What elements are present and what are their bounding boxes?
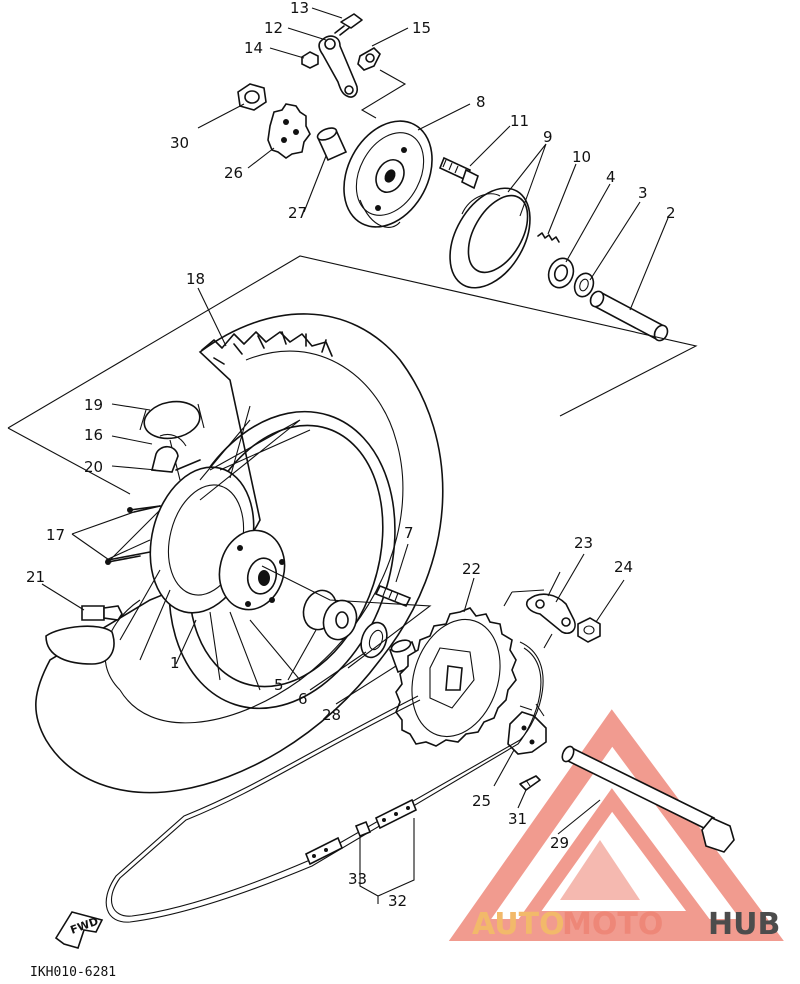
callout-9: 9 — [543, 128, 553, 146]
hub-bracket-line — [261, 565, 432, 669]
chain-puller-25 — [507, 703, 547, 755]
rim-lock-20 — [150, 445, 179, 473]
callout-33: 33 — [348, 870, 367, 888]
callout-26: 26 — [224, 164, 243, 182]
spacer-2 — [589, 290, 669, 342]
automotohub-logo-triangle — [448, 709, 784, 941]
callout-19: 19 — [84, 396, 103, 414]
callout-25: 25 — [472, 792, 491, 810]
leader-lines — [41, 7, 669, 904]
chain-puller-23 — [503, 571, 576, 649]
callout-12: 12 — [264, 19, 283, 37]
rear-axle-29 — [561, 745, 735, 853]
callout-29: 29 — [550, 834, 569, 852]
bearing-4 — [547, 257, 575, 289]
callout-10: 10 — [572, 148, 591, 166]
drive-chain-32 — [105, 641, 544, 923]
brake-shoe-plate-8 — [343, 120, 433, 228]
spoke-set-17 — [105, 505, 161, 565]
callout-14: 14 — [244, 39, 263, 57]
callout-3: 3 — [638, 184, 648, 202]
callout-6: 6 — [298, 690, 308, 708]
drive-sprocket-26 — [267, 103, 311, 159]
brake-cam-lever-group — [301, 13, 407, 119]
callout-16: 16 — [84, 426, 103, 444]
callout-30: 30 — [170, 134, 189, 152]
callout-17: 17 — [46, 526, 65, 544]
oil-seal-3 — [573, 272, 595, 298]
callout-7: 7 — [404, 524, 414, 542]
drawing-code: IKH010-6281 — [30, 965, 116, 980]
assembly-bracket-line — [7, 255, 698, 429]
callout-32: 32 — [388, 892, 407, 910]
callout-1: 1 — [170, 654, 180, 672]
logo-text-moto: MOTO — [562, 907, 663, 942]
callout-11: 11 — [510, 112, 529, 130]
brake-camshaft-11 — [438, 156, 479, 190]
callout-8: 8 — [476, 93, 486, 111]
nut-24 — [577, 617, 601, 643]
callout-5: 5 — [274, 676, 284, 694]
logo-text-hub: HUB — [708, 907, 780, 942]
callout-18: 18 — [186, 270, 205, 288]
callout-20: 20 — [84, 458, 103, 476]
automotohub-logo-text: AUTO MOTO HUB — [472, 907, 780, 942]
screw-31 — [519, 775, 541, 791]
callout-24: 24 — [614, 558, 633, 576]
callout-22: 22 — [462, 560, 481, 578]
bearing-5 — [302, 589, 358, 641]
callout-28: 28 — [322, 706, 341, 724]
logo-text-auto: AUTO — [472, 907, 565, 942]
collar-27 — [316, 127, 348, 162]
callout-31: 31 — [508, 810, 527, 828]
rear-hub-1 — [105, 405, 311, 691]
callout-15: 15 — [412, 19, 431, 37]
stud-bolt-7 — [374, 584, 412, 608]
callout-2: 2 — [666, 204, 676, 222]
callout-27: 27 — [288, 204, 307, 222]
rear-sprocket-22 — [395, 607, 517, 747]
callout-4: 4 — [606, 168, 616, 186]
callout-23: 23 — [574, 534, 593, 552]
axle-nut-30 — [237, 83, 267, 111]
shoe-spring-10 — [537, 232, 560, 243]
callout-13: 13 — [290, 0, 309, 17]
brake-shoe-kit-9 — [449, 187, 531, 289]
callout-labels: 13 12 15 14 8 30 11 9 10 4 3 2 26 27 18 … — [26, 0, 676, 910]
callout-21: 21 — [26, 568, 45, 586]
valve-21 — [81, 605, 123, 621]
forward-direction-arrow: FWD — [54, 911, 104, 949]
